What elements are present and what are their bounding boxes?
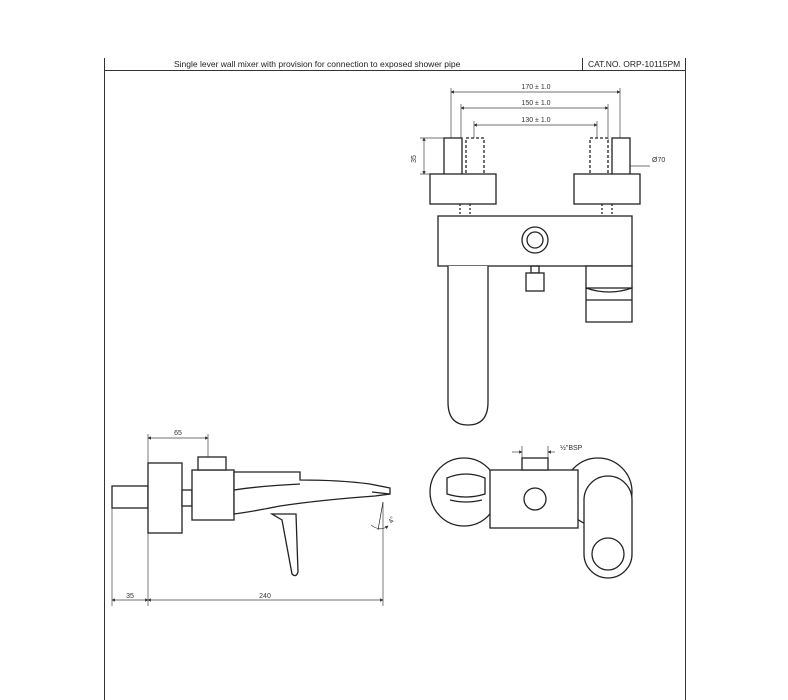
title-bar <box>104 58 686 71</box>
dim-mid-label: 150 ± 1.0 <box>521 100 550 107</box>
dim-height-label: 35 <box>411 155 418 163</box>
catalog-number: CAT.NO. ORP-10115PM <box>588 59 681 69</box>
side-view <box>111 434 391 606</box>
dim-top-label: 65 <box>174 430 182 437</box>
dim-outer-label: 170 ± 1.0 <box>521 84 550 91</box>
dim-length-label: 240 <box>259 593 271 600</box>
dim-angle-label: 4° <box>387 515 397 525</box>
frame-right-line <box>685 58 686 700</box>
dim-inner-label: 130 ± 1.0 <box>521 117 550 124</box>
frame-left-line <box>104 58 105 700</box>
top-view <box>429 446 633 579</box>
drawing-title: Single lever wall mixer with provision f… <box>174 59 461 69</box>
dim-diameter-label: Ø70 <box>652 157 665 164</box>
front-view <box>420 88 650 426</box>
title-divider-line <box>582 58 583 70</box>
thread-label: ½"BSP <box>560 444 583 452</box>
dim-left-label: 35 <box>126 593 134 600</box>
